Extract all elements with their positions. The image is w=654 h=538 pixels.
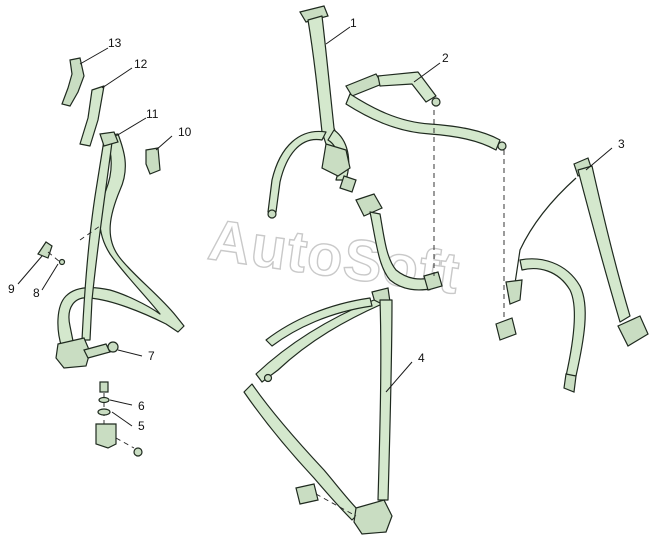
callout-7: 7 [148, 349, 155, 363]
callout-8: 8 [33, 286, 40, 300]
front-passenger-belt-assembly [243, 287, 393, 535]
rear-lap-end-bolt [497, 141, 507, 151]
mounting-bolt [99, 381, 109, 393]
anchor-bolt-head [107, 341, 119, 353]
bracket-nut [133, 447, 143, 457]
center-buckle-bracket [339, 175, 357, 193]
rear-side-loop-webbing [519, 258, 586, 377]
callout-9: 9 [8, 282, 15, 296]
left-belt-webbing [57, 133, 185, 349]
callout-5: 5 [138, 419, 145, 433]
autosoft-watermark: AutoSoft [205, 207, 464, 307]
left-belt-strap-down [81, 139, 113, 341]
left-retractor [55, 337, 91, 369]
callout-13: 13 [108, 36, 122, 50]
rear-lap-buckle [345, 73, 383, 97]
small-bracket [37, 241, 53, 259]
rear-side-thin-strap [513, 177, 577, 291]
d-ring-guide [99, 131, 119, 147]
callout-4: 4 [418, 351, 425, 365]
passenger-upper-bolt [263, 373, 273, 383]
callout-2: 2 [442, 51, 449, 65]
callout-6: 6 [138, 399, 145, 413]
belt-clip [145, 147, 161, 175]
center-buckle-assembly [267, 5, 443, 291]
center-belt-loop-left [267, 130, 327, 213]
spring-washer [98, 396, 110, 404]
upper-tab [299, 5, 329, 23]
rear-side-retractor [617, 315, 649, 347]
passenger-upper-left-strap [265, 297, 373, 347]
small-bolt [58, 258, 66, 266]
rear-lap-anchor-bolt [431, 97, 441, 107]
callout-11: 11 [146, 107, 159, 121]
trim-cover [79, 85, 105, 147]
rear-lap-webbing [345, 93, 501, 151]
callout-12: 12 [134, 57, 148, 71]
center-anchor-clip [423, 271, 443, 291]
rear-side-belt-assembly [495, 157, 649, 393]
callout-3: 3 [618, 137, 625, 151]
rear-lap-belt-assembly [345, 71, 507, 320]
upper-anchor-bracket [61, 57, 85, 107]
rear-side-lower-bracket [505, 279, 523, 305]
rear-lap-top-strap [377, 71, 437, 103]
tongue-plate [355, 193, 383, 217]
passenger-retractor [353, 499, 393, 535]
passenger-right-webbing [377, 299, 393, 501]
callout-labels: 1 2 3 4 5 6 7 8 9 10 11 12 13 [8, 16, 625, 433]
passenger-floor-bracket [295, 483, 319, 505]
rear-side-main-webbing [577, 165, 631, 323]
center-buckle-housing [321, 143, 351, 177]
left-front-belt-assembly [37, 57, 185, 457]
callout-10: 10 [178, 125, 192, 139]
flat-washer [97, 408, 111, 416]
floor-bracket [95, 423, 117, 449]
center-anchor-bolt [267, 209, 277, 219]
retractor-tongue [83, 343, 111, 359]
callout-1: 1 [350, 16, 357, 30]
rear-side-end-tab [563, 373, 577, 393]
rear-side-anchor [495, 317, 517, 341]
passenger-lower-webbing [243, 383, 361, 521]
callout-leaders [17, 26, 613, 427]
